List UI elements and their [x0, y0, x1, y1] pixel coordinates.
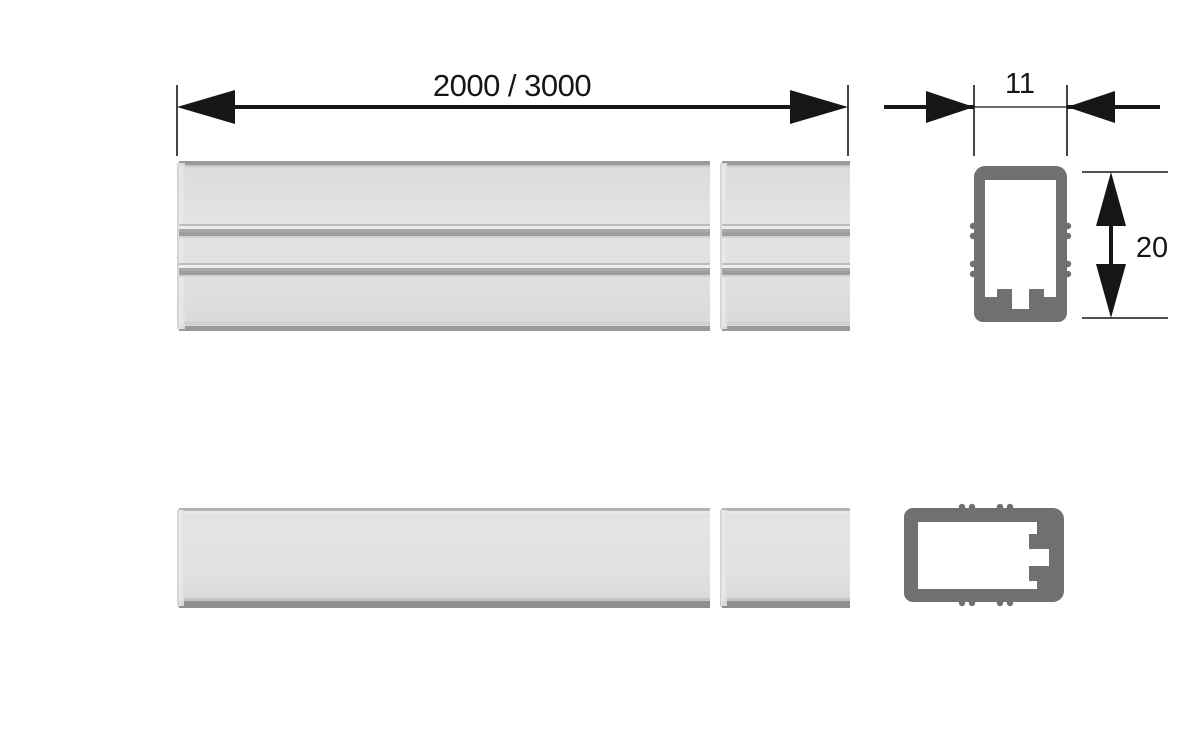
- length-arrow-right: [790, 90, 848, 124]
- vertical-section-bump-left-upper: [969, 222, 977, 230]
- vertical-section-bump-left-lower: [969, 260, 977, 268]
- bottom-view-short-top-edge: [722, 508, 850, 512]
- top-view-short-top-highlight: [722, 165, 850, 167]
- top-view-main-body: [177, 161, 710, 331]
- bottom-view-main-bottom-edge: [179, 601, 710, 608]
- height-arrow-top: [1096, 172, 1126, 226]
- length-dimension: 2000 / 3000: [176, 68, 849, 156]
- bottom-view-short-bottom-edge: [722, 601, 850, 608]
- top-view-main-bottom-highlight: [179, 322, 710, 325]
- top-view-short-groove-2: [722, 263, 850, 277]
- bottom-view-segment-short: [720, 508, 850, 608]
- horizontal-section-bump-bottom-3: [996, 599, 1004, 607]
- horizontal-section-bump-bottom-2: [968, 599, 976, 607]
- horizontal-section-bump-bottom-4: [1006, 599, 1014, 607]
- height-dimension-label: 20: [1136, 232, 1168, 264]
- top-view-front-elevation: [177, 161, 850, 331]
- horizontal-section-bump-top-3: [996, 503, 1004, 511]
- top-view-short-bottom-edge: [722, 326, 850, 331]
- top-view-main-bottom-edge: [179, 326, 710, 331]
- horizontal-section-bump-top-2: [968, 503, 976, 511]
- horizontal-section-bump-top-4: [1006, 503, 1014, 511]
- length-dimension-label: 2000 / 3000: [433, 68, 592, 103]
- vertical-section-bump-right-upper2: [1064, 232, 1072, 240]
- width-dimension: 11: [884, 68, 1160, 156]
- vertical-section-bump-right-lower: [1064, 260, 1072, 268]
- bottom-view-plan: [177, 508, 850, 608]
- top-view-main-groove-2: [179, 263, 710, 277]
- top-view-short-top-edge: [722, 161, 850, 165]
- top-view-segment-short: [720, 161, 850, 331]
- vertical-section-wall: [974, 166, 1067, 322]
- horizontal-section-wall: [904, 508, 1064, 602]
- top-view-short-groove-1: [722, 224, 850, 238]
- bottom-view-main-top-highlight: [179, 511, 710, 514]
- width-arrow-left: [926, 91, 974, 123]
- top-view-short-body: [720, 161, 850, 331]
- bottom-view-segment-main: [177, 508, 710, 608]
- bottom-view-main-bottom-highlight: [179, 598, 710, 601]
- vertical-section-bump-left-lower2: [969, 270, 977, 278]
- bottom-view-short-top-highlight: [722, 511, 850, 514]
- top-view-short-left-edge: [720, 163, 727, 329]
- top-view-short-bottom-highlight: [722, 322, 850, 325]
- top-view-main-groove-1: [179, 224, 710, 238]
- top-view-segment-main: [177, 161, 710, 331]
- bottom-view-short-body: [720, 508, 850, 608]
- horizontal-section-bump-bottom-1: [958, 599, 966, 607]
- horizontal-section-bump-top-1: [958, 503, 966, 511]
- cross-section-vertical: [969, 166, 1072, 322]
- vertical-section-bump-right-lower2: [1064, 270, 1072, 278]
- bottom-view-short-left-edge: [720, 510, 727, 606]
- height-arrow-bottom: [1096, 264, 1126, 318]
- height-dimension: 20: [1082, 171, 1168, 319]
- bottom-view-main-top-edge: [179, 508, 710, 512]
- cross-section-horizontal: [904, 503, 1064, 607]
- vertical-section-bump-right-upper: [1064, 222, 1072, 230]
- length-arrow-left: [177, 90, 235, 124]
- bottom-view-main-body: [177, 508, 710, 608]
- bottom-view-short-bottom-highlight: [722, 598, 850, 601]
- top-view-main-top-edge: [179, 161, 710, 165]
- width-arrow-right: [1067, 91, 1115, 123]
- bottom-view-main-left-edge: [177, 510, 184, 606]
- width-dimension-label: 11: [1005, 68, 1035, 100]
- vertical-section-bump-left-upper2: [969, 232, 977, 240]
- top-view-main-top-highlight: [179, 165, 710, 167]
- top-view-main-left-edge: [177, 163, 185, 329]
